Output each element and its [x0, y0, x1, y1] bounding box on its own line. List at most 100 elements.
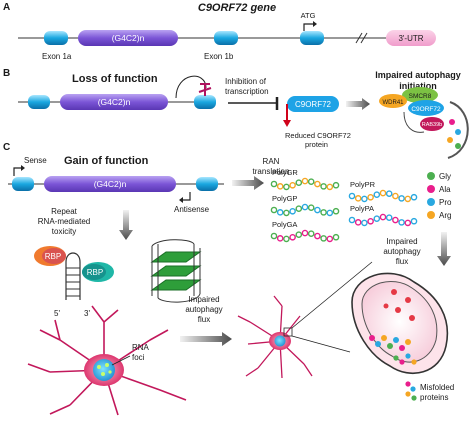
amino-acid-bead — [398, 219, 405, 226]
panel-a: A C9ORF72 gene (G4C2)n ATG 3'-UTR Exon 1… — [3, 2, 436, 61]
impaired-flux-mid-2: autophagy — [185, 305, 222, 314]
polygr-chain — [270, 177, 340, 191]
exon-1b-c — [196, 177, 218, 191]
rna-foci-dot — [101, 372, 105, 376]
ran-arrow — [232, 176, 264, 190]
exon-1b — [214, 31, 238, 45]
impaired-flux-right-3: flux — [396, 257, 408, 266]
arrow-to-complex — [346, 98, 370, 110]
misfolded-line-1: Misfolded — [420, 383, 454, 392]
amino-acid-bead — [385, 190, 393, 197]
legend-gly-label: Gly — [439, 172, 451, 181]
aggregate-bead — [393, 355, 399, 361]
aggregate-bead — [411, 359, 417, 365]
c9orf72-protein — [287, 96, 339, 112]
exon-1a — [44, 31, 68, 45]
rna-hairpin: RBP RBP 5' 3' — [34, 246, 114, 318]
antisense-arrow — [182, 192, 191, 201]
amino-acid-bead — [301, 229, 309, 237]
polyga-label: PolyGA — [272, 220, 297, 229]
amino-acid-bead — [392, 216, 399, 224]
g-quad-tetrad — [150, 251, 202, 263]
misfolded-cluster-2 — [393, 353, 417, 365]
cargo-dot-3 — [447, 137, 453, 143]
cargo-dot-4 — [455, 143, 461, 149]
amino-acid-bead — [379, 189, 387, 197]
amino-acid-bead — [367, 217, 374, 225]
reduce-arrow-head — [283, 120, 291, 127]
impaired-initiation-line-1: Impaired autophagy — [375, 70, 461, 80]
exon-2 — [300, 31, 324, 45]
amino-acid-bead — [307, 230, 315, 237]
rna-foci-dot — [97, 365, 101, 369]
polypr-chain — [348, 189, 418, 203]
repeat-tox-line-1: Repeat — [51, 207, 78, 216]
amino-acid-bead — [301, 177, 309, 185]
polygr-label: PolyGR — [272, 168, 298, 177]
smcr8-subunit — [402, 87, 438, 103]
amino-acid-bead — [373, 191, 381, 198]
neuron-left: RNA foci — [27, 305, 187, 416]
amino-acid-bead — [283, 183, 290, 191]
exon-1b-b — [194, 95, 216, 109]
amino-acid-bead — [314, 232, 321, 240]
amino-acid-bead — [276, 235, 284, 242]
amino-acid-bead — [326, 235, 334, 243]
amino-acid-bead — [320, 209, 327, 216]
panel-c: C Sense Gain of function (G4C2)n Antisen… — [3, 142, 454, 416]
antisense-label: Antisense — [174, 205, 210, 214]
g-quad-loop — [157, 293, 201, 303]
rbp-blob-1-shade — [42, 248, 66, 264]
neuron-left-nucleus — [93, 359, 115, 381]
g-quad-loop — [151, 239, 195, 247]
amino-acid-bead — [354, 195, 362, 202]
amino-acid-bead — [270, 180, 278, 188]
amino-acid-bead — [404, 195, 412, 203]
legend-gly-dot — [427, 172, 435, 180]
amino-acid-bead — [332, 181, 340, 189]
amino-acid-bead — [326, 209, 334, 217]
zoom-line-bottom — [291, 335, 351, 353]
neuron-right-nucleus — [274, 335, 286, 347]
loop-arrow — [175, 75, 207, 99]
aggregate-bead — [387, 343, 393, 349]
atg-arrow-head — [313, 21, 317, 27]
rab39b-label: RAB39b — [422, 122, 443, 128]
impaired-flux-right-2: autophagy — [383, 247, 420, 256]
impaired-initiation-line-2: initiation — [399, 81, 437, 91]
repeat-tox-line-2: RNA-mediated — [38, 217, 90, 226]
amino-acid-bead — [270, 232, 278, 240]
antisense-arrow-head — [179, 197, 183, 203]
panel-b: B (G4C2)n Loss of function Inhibition of… — [3, 68, 469, 159]
legend-arg-dot — [427, 211, 435, 219]
break-mark-2 — [360, 32, 368, 44]
c9orf72-protein-label: C9ORF72 — [295, 100, 332, 109]
amino-acid-bead — [276, 209, 284, 216]
amino-acid-bead — [332, 207, 340, 215]
aggregate-bead — [369, 335, 375, 341]
cargo-dot-1 — [449, 119, 455, 125]
vesicle-membrane — [447, 101, 469, 159]
three-prime-label: 3' — [84, 309, 90, 318]
amino-acid-bead — [398, 195, 405, 202]
exon-1a-label: Exon 1a — [42, 52, 72, 61]
rna-foci-line-1: RNA — [132, 343, 150, 352]
panel-b-letter: B — [3, 68, 10, 79]
gain-of-function-title: Gain of function — [64, 155, 149, 167]
amino-acid-bead — [361, 195, 368, 203]
rbp-label-2: RBP — [87, 268, 103, 277]
aggregate-bead — [381, 335, 387, 341]
polyga-chain — [270, 229, 340, 243]
rna-foci-pointer — [111, 355, 131, 366]
amino-acid-bead — [392, 192, 399, 200]
aggregate-bead — [405, 391, 411, 397]
amino-acid-bead — [270, 206, 278, 214]
smcr8-label: SMCR8 — [409, 93, 432, 100]
repeat-label: (G4C2)n — [112, 33, 145, 43]
amino-acid-bead — [295, 231, 303, 238]
utr-region — [386, 30, 436, 46]
autolysosome — [351, 272, 449, 374]
sense-arrow-head — [21, 165, 25, 171]
amino-acid-bead — [295, 205, 303, 212]
rbp-blob-2-shade — [82, 264, 106, 280]
